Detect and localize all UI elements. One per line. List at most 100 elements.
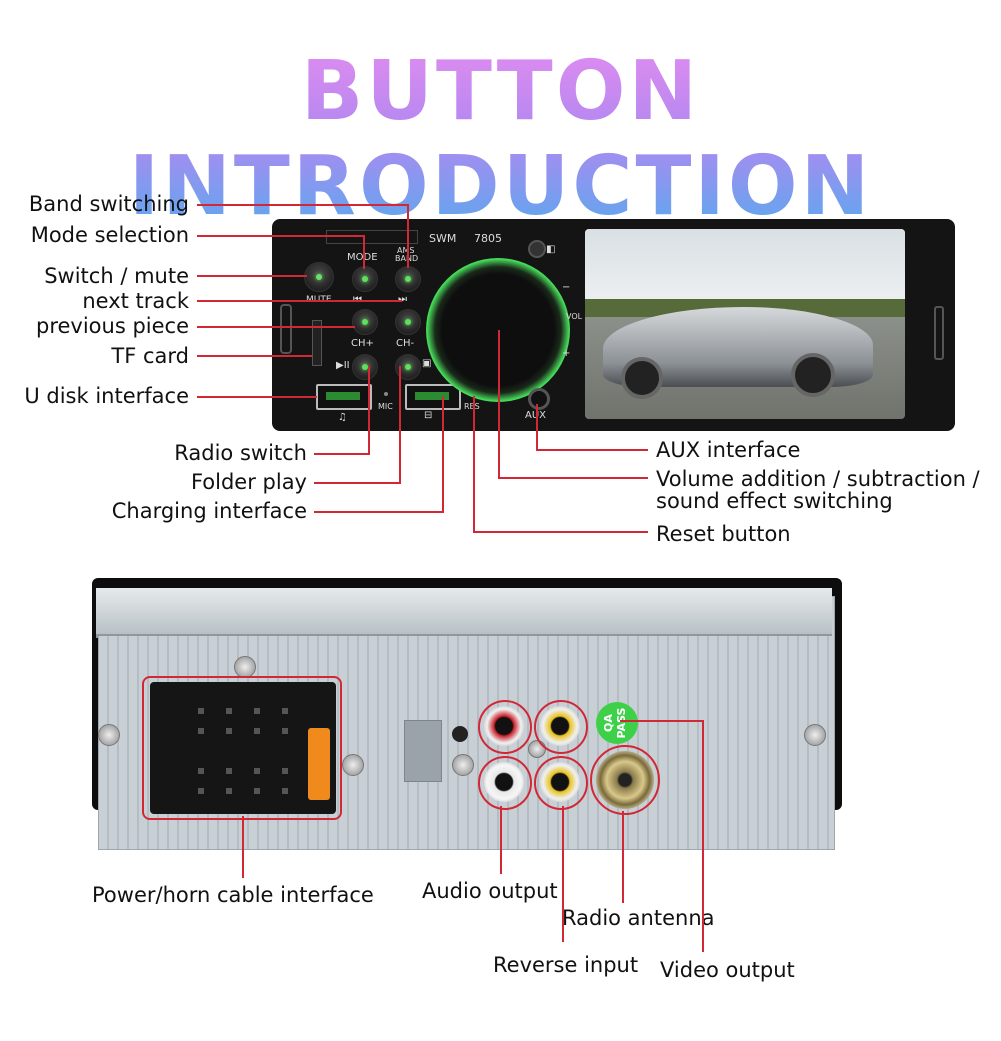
leader-charging [314,511,444,513]
highlight-audio-white [478,756,532,810]
power-mute-button[interactable] [304,262,334,292]
leader-radio [314,453,370,455]
label-volume-2: sound effect switching [656,489,893,513]
rear-hole [452,726,468,742]
prev-icon: ⏮ [353,294,362,305]
iso-connector[interactable] [150,682,336,814]
label-previous-piece: previous piece [35,314,189,338]
label-radio-switch: Radio switch [174,441,307,465]
label-band-switching: Band switching [28,192,189,216]
highlight-connector [142,676,342,820]
vol-plus-text: + [562,348,571,359]
brand-label: SWM [429,232,457,245]
vol-text: VOL [566,312,583,321]
next-button[interactable] [395,309,421,335]
ch-minus-text: CH- [396,338,415,349]
res-text: RES [464,402,480,411]
screw-connector [342,754,364,776]
usb-music-port[interactable] [316,384,372,410]
label-reset: Reset button [656,522,791,546]
leader-mute [197,275,307,277]
highlight-audio-red [478,700,532,754]
folder-icon: ▣ [422,358,432,369]
label-aux: AUX interface [656,438,801,462]
screw-top [234,656,256,678]
qa-pass-sticker: QA PASS [596,702,638,744]
previous-button[interactable] [352,309,378,335]
leader-reset [473,531,648,533]
leader-folder-v [399,366,401,484]
label-u-disk: U disk interface [24,384,189,408]
label-next-track: next track [82,289,189,313]
aux-text: AUX [525,410,546,421]
tf-card-slot[interactable] [312,320,322,366]
screw-mid [452,754,474,776]
panel-slot-right [934,306,944,360]
band-text: BAND [395,254,418,263]
screw-left [98,724,120,746]
leader-volume [498,477,648,479]
label-mode-selection: Mode selection [30,223,189,247]
play-icon: ▶II [336,360,350,371]
aux-jack[interactable] [528,388,550,410]
mode-button[interactable] [352,266,378,292]
band-button[interactable] [395,266,421,292]
rear-bracket [404,720,442,782]
fuse [308,728,330,800]
leader-tf [197,355,312,357]
mic-hole [384,392,388,396]
rear-top-plate-overlay [96,588,832,636]
label-power-horn: Power/horn cable interface [92,883,374,907]
model-label: 7805 [474,232,502,245]
ams-text: AMS [397,246,415,255]
label-switch-mute: Switch / mute [44,264,189,288]
label-radio-antenna: Radio antenna [562,906,715,930]
leader-video [702,720,704,952]
label-audio-output: Audio output [422,879,558,903]
leader-reverse [562,806,564,942]
leader-aux [536,449,648,451]
leader-mode-v [363,235,365,269]
leader-reset-v [473,396,475,533]
highlight-antenna [590,745,660,815]
page-title: BUTTON INTRODUCTION [0,44,1001,234]
label-tf-card: TF card [111,344,189,368]
leader-prev [197,326,355,328]
panel-slot-left [280,304,292,354]
tf-slot-top [326,230,418,244]
leader-band [197,204,409,206]
charging-icon: ⊟ [424,410,433,421]
ir-sensor [528,240,546,258]
screw-right [804,724,826,746]
label-volume-1: Volume addition / subtraction / [656,467,980,491]
car-wheel-rear [791,353,835,397]
leader-antenna [622,811,624,903]
next-icon: ⏭ [398,294,407,305]
mode-text: MODE [347,252,378,263]
display-screen [585,229,905,419]
radio-switch-button[interactable] [352,354,378,380]
car-wheel-front [621,357,663,399]
leader-radio-v [368,366,370,455]
label-reverse-input: Reverse input [493,953,639,977]
leader-mode [197,235,365,237]
leader-charging-v [442,396,444,513]
highlight-video [534,700,588,754]
leader-video-h [620,720,704,722]
camera-icon: ◧ [546,244,556,255]
ch-plus-text: CH+ [351,338,374,349]
highlight-reverse [534,756,588,810]
music-note-icon: ♫ [338,412,347,423]
usb-charging-port[interactable] [405,384,461,410]
screen-sky [585,229,905,309]
label-folder-play: Folder play [190,470,307,494]
leader-udisk [197,396,317,398]
leader-volume-v [498,330,500,479]
mic-text: MIC [378,402,393,411]
label-video-output: Video output [660,958,795,982]
leader-band-v [407,204,409,268]
leader-power [242,816,244,878]
leader-folder [314,482,401,484]
leader-audio [500,806,502,874]
label-charging: Charging interface [111,499,307,523]
